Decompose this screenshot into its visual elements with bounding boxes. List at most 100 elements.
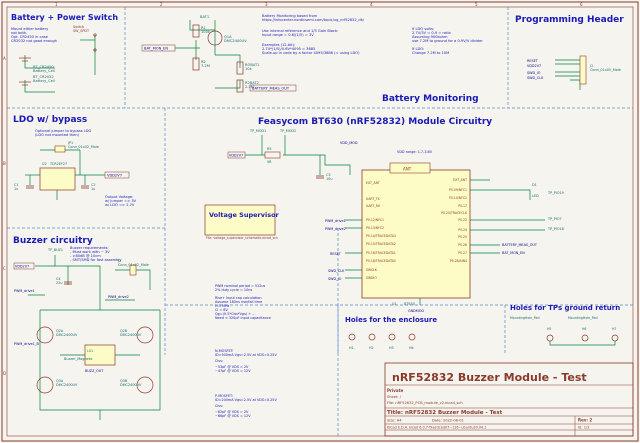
monitoring-right-note-2: 2.7V/3V = 0.9 = ratio	[412, 31, 451, 35]
hole-h1-label: H1	[349, 346, 354, 350]
tp-hole-h5-label: H5	[547, 327, 551, 331]
battery-note-1: Mount either battery	[11, 27, 49, 31]
module-left-pin-4: P0.12/NFC1	[366, 218, 384, 222]
ruler-side-c: C	[3, 266, 6, 271]
ruler-side-d: D	[3, 371, 6, 376]
prog-net-swclk: SWD_CLK	[527, 76, 544, 80]
voltage-supervisor-title: Voltage Supervisor	[209, 211, 280, 219]
tp-hole-h6	[581, 334, 589, 342]
enclosure-holes	[348, 333, 416, 341]
tp-pio18-label: TP_PIO18	[547, 227, 564, 231]
enclosure-hole-labels: H1 H2 H3 H4	[349, 346, 414, 350]
net-bat-meas-out: BATTERY_MEAS_OUT	[252, 87, 290, 91]
module-right-pin-9: P0.26	[458, 243, 467, 247]
c4-value: 22u	[56, 281, 62, 285]
monitoring-note-2: https://infocenter.nordicsemi.com/topic/…	[262, 18, 365, 22]
tp-holes	[546, 334, 619, 346]
q3a-ref: Q3A	[56, 379, 64, 383]
switch-note-2: SW_SPDT	[73, 29, 90, 33]
q1-part: DMC2400UV	[224, 39, 247, 43]
title-block: nRF52832 Buzzer Module - Test Private Sh…	[384, 362, 634, 437]
c1-value: 1u	[14, 187, 18, 191]
module-left-pin-8: P0.16/TRACEDATA1	[366, 251, 396, 255]
ruler-top-6: 6	[580, 2, 583, 7]
bt630-module-body	[361, 169, 471, 299]
battery-note-3: Opt. CR2450 in case	[11, 35, 49, 39]
monitoring-note-3: Use internal reference and 1/5 Gain Bloc…	[262, 29, 338, 33]
pwm-note-8: Qg=(0.5*Ciss*Vgs) + ...	[215, 312, 255, 316]
cap-c3	[316, 175, 324, 179]
pwm-note-6: I=5 MHz	[215, 304, 230, 308]
c2-value: 1u	[91, 187, 95, 191]
ls1-ref: LS1	[87, 349, 93, 353]
q1-body	[207, 30, 223, 46]
vdd-range-note: VDD range: 1.7-3.6V	[397, 150, 433, 154]
monitoring-note-7: Scale-up in code by a factor 4095/3686 (…	[262, 51, 360, 55]
c2-ref: C2	[91, 183, 96, 187]
section-titles: Battery + Power Switch Battery Monitorin…	[11, 13, 624, 324]
voltage-supervisor-sheet[interactable]: Voltage Supervisor File: voltage_supervi…	[204, 204, 280, 240]
monitoring-right-note-3: Assuming 900kohm	[412, 35, 448, 39]
gnd-mod-label: GNDMOD	[408, 309, 424, 313]
buzzer-wire-ls	[115, 269, 151, 290]
module-left-pin-2: UART_TX	[366, 197, 381, 201]
title-ldo: LDO w/ bypass	[13, 115, 87, 125]
buzzer-note-3: - >80dB @ 10cm	[70, 254, 101, 258]
buzzer-notes: Buzzer requirements: - Must work with ~ …	[70, 246, 122, 262]
ldo-out-note-1: Output Voltage:	[105, 195, 133, 199]
net-reset-module: RESET	[330, 252, 342, 256]
buzzer-net-pwm1b: PWM_drive1_B	[14, 342, 39, 346]
r2-value: 7.2M	[201, 64, 210, 68]
net-bat-mon-en-box	[141, 44, 176, 52]
net-swclk-module: SWD_CLK	[328, 269, 345, 273]
pwm-note-5: Assume 180ns rise/fall time	[215, 300, 262, 304]
inner-frame	[6, 6, 634, 437]
ldo-out-net-box	[104, 171, 130, 179]
title-battery-power: Battery + Power Switch	[11, 13, 118, 22]
title-holes-enclosure: Holes for the enclosure	[345, 316, 437, 324]
title-block-size: Size: A4	[387, 419, 402, 423]
voltage-supervisor-file: File: voltage_supervisor_schematic.kicad…	[206, 236, 278, 240]
monitoring-right-note-1: If LDO volts:	[412, 27, 434, 31]
buzzer-nets: VDD2V7 PWM_drive1 PWM_drive2 PWM_drive1_…	[13, 262, 129, 373]
r4-value: 2.2M	[245, 85, 254, 89]
pwm-notes: PWM nominal period = 512us 2% duty cycle…	[215, 284, 271, 320]
pmos-note-3: Ciss:	[215, 404, 223, 408]
ldo-note-1: Optional jumper to bypass LDO	[35, 129, 92, 133]
fanstel-labels: TP_MOD1 TP_MOD2 R5 0R C3 10u VDD range: …	[249, 129, 564, 306]
module-left-pins: EXT_ANT UART_TX UART_RX P0.12/NFC1 P0.13…	[366, 181, 396, 280]
switch-note-1: Switch	[73, 25, 84, 29]
u2-part: TCR2EF27	[49, 162, 67, 166]
switch-contact-2	[93, 48, 97, 52]
tp-mod2-label: TP_MOD2	[279, 129, 296, 133]
q3b-body	[136, 376, 154, 394]
jp1-ref: JP1	[67, 141, 73, 145]
battery-wires	[24, 35, 96, 93]
jp1-part: Conn_01x02_Male	[68, 145, 99, 149]
title-programming-header: Programming Header	[515, 15, 624, 25]
hole-h2	[368, 333, 376, 341]
switch-notes: Switch SW_SPDT	[73, 25, 90, 33]
prog-net-swdio: SWD_IO	[527, 71, 541, 75]
pwm-note-2: 2% duty cycle = 10ns	[215, 288, 252, 292]
tp-hole-h6-label: H6	[582, 327, 586, 331]
title-block-private: Private	[387, 388, 403, 393]
title-block-main-title: nRF52832 Buzzer Module - Test	[392, 371, 587, 384]
programming-section: RESET VDD2V7 SWD_IO SWD_CLK J1 Conn_01x0…	[527, 55, 621, 90]
net-swdio-module: SWD_IO	[328, 277, 342, 281]
tp-mod1-label: TP_MOD1	[249, 129, 266, 133]
buzzer-labels: TP_BUZ1 C4 22u LS1 Buzzer_Magnetic Q2A D…	[47, 248, 149, 387]
r4-body	[236, 79, 244, 93]
voltage-supervisor-box[interactable]	[204, 204, 276, 236]
title-block-title: Title: nRF52832 Buzzer Module - Test	[387, 410, 503, 416]
r4-ref: R2BAT2	[245, 81, 259, 85]
net-bat-en-module: BAT_MON_EN	[502, 251, 525, 255]
battery-wire-2	[24, 80, 55, 93]
module-left-pin-3: UART_RX	[366, 204, 381, 208]
title-block-rev: Rev: 2	[578, 418, 592, 423]
monitoring-note-6: 2.7V*(1/5)/0.6V*4095 = 3685	[262, 47, 315, 51]
tp-hole-h7	[611, 334, 619, 342]
tp-hole-sub-2: MountingHole_Pad	[568, 316, 597, 320]
ldo-regulator-body	[39, 167, 76, 191]
